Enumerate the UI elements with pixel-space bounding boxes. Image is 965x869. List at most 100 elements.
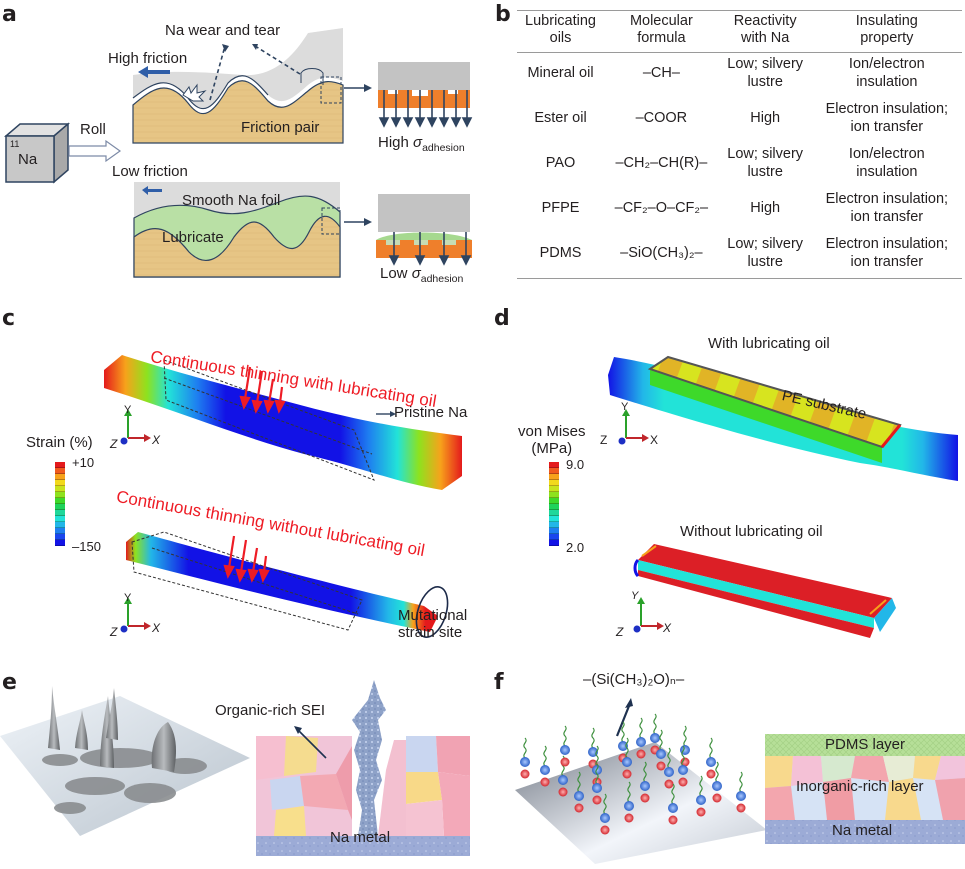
axis-triad-icon xyxy=(120,597,151,633)
pdms-chain xyxy=(639,717,643,739)
o-atom xyxy=(712,793,722,803)
cell-formula: –COOR xyxy=(635,110,688,127)
si-atom xyxy=(678,765,688,775)
colorbar-segment xyxy=(549,486,559,492)
adhesion-subscript: adhesion xyxy=(422,142,465,154)
colorbar-segment xyxy=(55,516,65,522)
si-atom xyxy=(618,741,628,751)
pdms-chain xyxy=(523,737,527,759)
colorbar-segment xyxy=(55,486,65,492)
table-row: Ester oil –COOR High Electron insulation… xyxy=(517,98,962,143)
strain-colorbar-min: –150 xyxy=(72,539,101,554)
colorbar-segment xyxy=(549,540,559,546)
colorbar-segment xyxy=(549,516,559,522)
colorbar-segment xyxy=(55,480,65,486)
smooth-na-foil-label: Smooth Na foil xyxy=(182,192,281,209)
table-row: PFPE –CF₂–O–CF₂– High Electron insulatio… xyxy=(517,188,962,233)
strain-bar-without-oil xyxy=(126,531,449,638)
colorbar-segment xyxy=(55,510,65,516)
colorbar-segment xyxy=(549,468,559,474)
pristine-arrow-icon xyxy=(376,411,396,417)
pdms-chain xyxy=(643,761,647,783)
low-adhesion-prefix: Low xyxy=(380,265,412,282)
high-adhesion-diagram xyxy=(344,62,473,128)
red-arrows-without-oil xyxy=(223,535,270,583)
low-adhesion-diagram xyxy=(344,194,472,266)
sigma-symbol: σ xyxy=(413,134,423,151)
colorbar-segment xyxy=(549,504,559,510)
red-arrows-with-oil xyxy=(239,366,286,414)
o-atom xyxy=(558,787,568,797)
na-atomic-number: 11 xyxy=(10,139,20,149)
pdms-chain xyxy=(627,781,631,803)
von-mises-colorbar-title: von Mises(MPa) xyxy=(518,423,586,457)
si-atom xyxy=(636,737,646,747)
colorbar-segment xyxy=(55,504,65,510)
strain-colorbar-title: Strain (%) xyxy=(26,434,93,451)
lubricate-label: Lubricate xyxy=(162,229,224,246)
o-atom xyxy=(680,757,690,767)
o-atom xyxy=(560,757,570,767)
si-atom xyxy=(696,795,706,805)
low-adhesion-label: Low σadhesion xyxy=(380,265,463,286)
o-atom xyxy=(664,779,674,789)
pdms-chain xyxy=(595,763,599,785)
colorbar-segment xyxy=(55,468,65,474)
colorbar-segment xyxy=(55,522,65,528)
axis-z-label: Z xyxy=(110,437,118,451)
pdms-chain xyxy=(683,725,687,747)
si-atom xyxy=(650,733,660,743)
cell-formula: –CH₂–CH(R)– xyxy=(615,155,708,172)
o-atom xyxy=(592,795,602,805)
pdms-brush-illustration xyxy=(515,698,767,864)
panel-a-letter: a xyxy=(2,2,17,27)
si-atom xyxy=(664,767,674,777)
high-friction-arrow-icon xyxy=(138,66,170,78)
pdms-chain xyxy=(659,729,663,751)
cell-oil: PDMS xyxy=(539,245,582,262)
si-atom xyxy=(706,757,716,767)
colorbar-segment xyxy=(549,522,559,528)
colorbar-segment xyxy=(549,510,559,516)
pdms-chain xyxy=(577,771,581,793)
cell-oil: PAO xyxy=(545,155,576,172)
cell-reactivity: High xyxy=(750,110,781,127)
high-adhesion-prefix: High xyxy=(378,134,414,151)
pdms-chain xyxy=(563,725,567,747)
axis-triad-icon xyxy=(120,409,151,445)
colorbar-segment xyxy=(55,534,65,540)
axis-x-label: X xyxy=(152,433,161,447)
von-mises-colorbar-min: 2.0 xyxy=(566,540,585,555)
si-atom xyxy=(574,791,584,801)
panel-c-letter: c xyxy=(2,306,16,331)
axis-y-label: Y xyxy=(621,401,629,413)
colorbar-segment xyxy=(549,498,559,504)
cell-oil: Mineral oil xyxy=(527,65,594,82)
si-atom xyxy=(592,783,602,793)
axis-x-label: X xyxy=(663,621,672,635)
o-atom xyxy=(540,777,550,787)
o-atom xyxy=(600,825,610,835)
axis-y-label: Y xyxy=(124,592,132,604)
cell-formula: –CF₂–O–CF₂– xyxy=(614,200,709,217)
cell-insulating: Electron insulation;ion transfer xyxy=(825,236,949,270)
colorbar-segment xyxy=(55,498,65,504)
pdms-chain xyxy=(603,793,607,815)
wear-and-tear-label: Na wear and tear xyxy=(165,22,281,39)
friction-pair-label: Friction pair xyxy=(241,119,320,136)
strain-bar-with-oil xyxy=(104,355,462,490)
sigma-symbol: σ xyxy=(411,265,421,282)
pdms-chain xyxy=(709,737,713,759)
pdms-layer-label: PDMS layer xyxy=(825,736,906,753)
o-atom xyxy=(696,807,706,817)
pristine-na-label: Pristine Na xyxy=(394,404,468,421)
von-mises-colorbar xyxy=(549,462,559,546)
panel-e-letter: e xyxy=(2,670,17,695)
wear-dashed-arrows xyxy=(209,44,301,101)
